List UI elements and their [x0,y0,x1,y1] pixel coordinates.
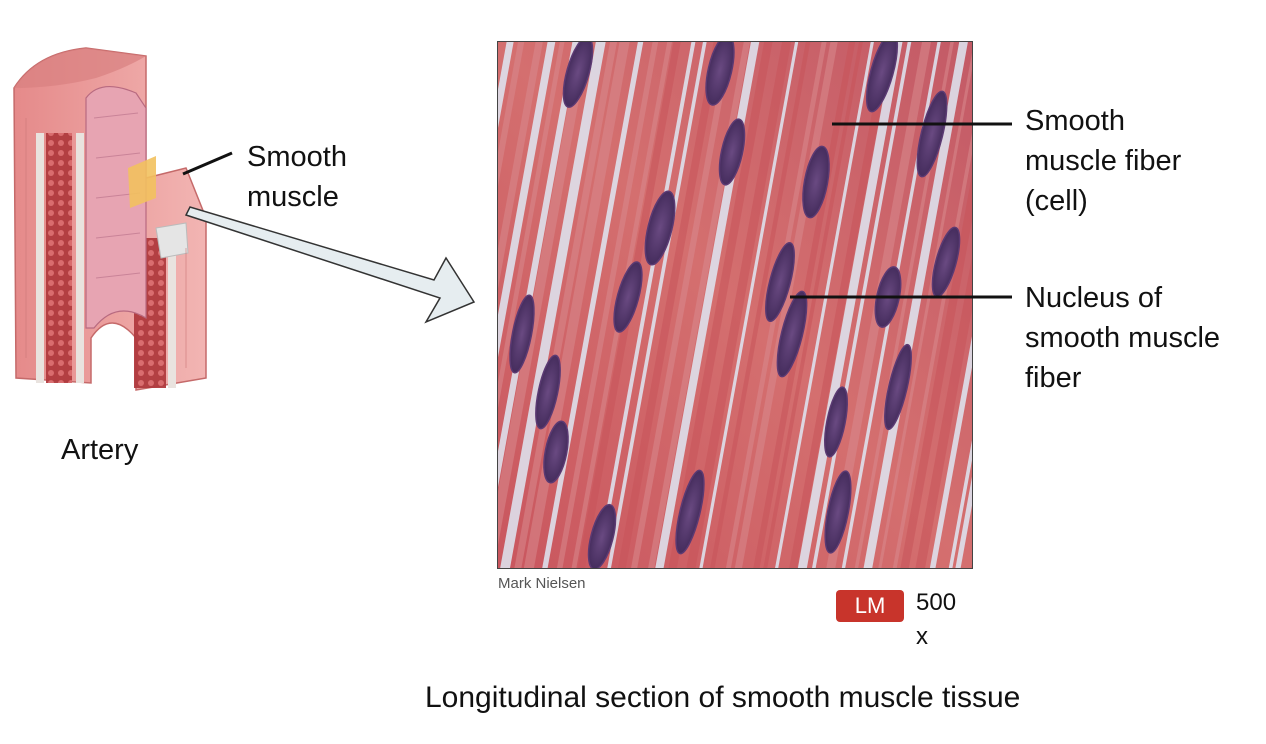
muscle-fiber-streak [734,42,838,568]
muscle-fiber-streak [498,42,525,187]
cell-nucleus [824,386,848,458]
connective-streak [607,42,707,568]
nucleus-label-line1: Nucleus of [1025,282,1163,314]
connective-streak [929,336,972,568]
muscle-fiber-streak [498,42,543,289]
fiber-label-line2: muscle fiber [1025,145,1182,177]
muscle-fiber-streak [710,42,811,568]
muscle-fiber-streak [900,174,972,568]
muscle-fiber-streak [686,42,792,568]
smooth-muscle-label-line2: muscle [247,181,339,213]
cell-nucleus [916,90,948,178]
artery-illustration [13,47,207,391]
nucleus-label: Nucleus of smooth muscle fiber [1025,278,1220,398]
cell-nucleus [543,420,569,484]
connective-streak [500,42,606,568]
nucleus-label-line2: smooth muscle [1025,322,1221,354]
lm-badge: LM [836,590,904,622]
artery-label: Artery [61,434,139,466]
cell-nucleus [587,503,617,568]
smooth-muscle-label-line1: Smooth [247,141,347,173]
connective-streak [498,42,556,358]
nucleus-label-line3: fiber [1025,362,1082,394]
cell-nucleus [718,118,746,186]
muscle-fiber-streak [631,42,733,568]
fiber-label: Smooth muscle fiber (cell) [1025,101,1181,221]
muscle-fiber-streak [498,42,590,545]
cell-nucleus [644,190,676,266]
cell-nucleus [884,343,912,431]
cell-nucleus [705,42,735,106]
muscle-fiber-streak [892,132,972,568]
cell-nucleus [776,290,808,378]
magnification-unit: x [916,623,928,650]
figure-caption: Longitudinal section of smooth muscle ti… [425,681,1021,714]
muscle-fiber-streak [498,42,565,408]
cell-nucleus [562,42,594,108]
magnification-value: 500 [916,589,957,616]
cell-nucleus [613,261,643,333]
connective-streak [699,42,799,568]
muscle-fiber-streak [556,42,659,568]
photo-credit: Mark Nielsen [498,575,586,592]
cell-nucleus [509,294,535,374]
connective-streak [595,42,696,568]
cell-nucleus [824,470,852,554]
fiber-label-line3: (cell) [1025,185,1088,217]
cell-nucleus [535,354,561,430]
smooth-muscle-label: Smooth muscle [247,137,347,217]
smooth-muscle-micrograph [498,42,972,568]
micrograph-image [497,41,973,569]
muscle-fiber-streak [617,42,722,568]
connective-streak [542,42,644,568]
muscle-fiber-streak [915,256,972,568]
connective-streak [948,440,972,568]
fiber-label-line1: Smooth [1025,105,1125,137]
cell-nucleus [802,145,830,219]
zoom-arrow [184,206,476,324]
muscle-fiber-streak [523,42,630,568]
cell-nucleus [675,469,705,555]
cell-nucleus [765,241,795,323]
muscle-fiber-streak [514,42,618,568]
